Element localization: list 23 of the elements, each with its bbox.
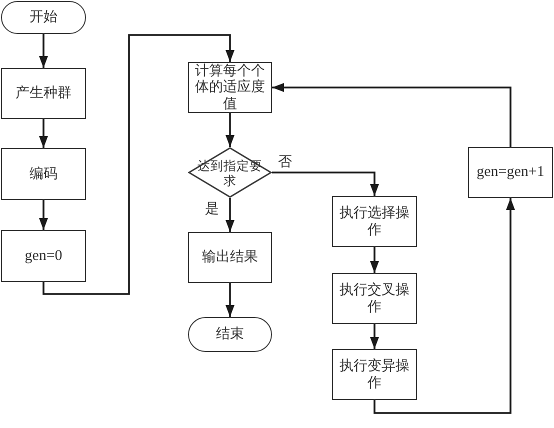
arrow [39, 34, 48, 68]
process-box: 计算每个个体的适应度值 [188, 62, 272, 113]
arrow [42, 34, 234, 295]
arrow [370, 247, 379, 273]
process-box: 执行变异操作 [332, 349, 417, 400]
process-box: 执行交叉操作 [332, 273, 417, 324]
arrow [226, 198, 234, 232]
edge-label: 否 [277, 155, 293, 170]
arrow [39, 119, 48, 148]
process-box: gen=0 [1, 230, 86, 282]
process-box: 输出结果 [188, 232, 272, 283]
edge-label: 是 [204, 202, 220, 217]
arrow [370, 324, 379, 349]
arrow [272, 83, 512, 147]
process-box: gen=gen+1 [468, 147, 553, 198]
process-box: 产生种群 [1, 68, 86, 119]
process-box: 执行选择操作 [332, 196, 417, 247]
arrow [374, 198, 515, 414]
arrow [226, 283, 234, 317]
arrow [272, 172, 379, 196]
arrow [226, 113, 234, 147]
arrow [39, 200, 48, 230]
process-box: 编码 [1, 148, 86, 200]
